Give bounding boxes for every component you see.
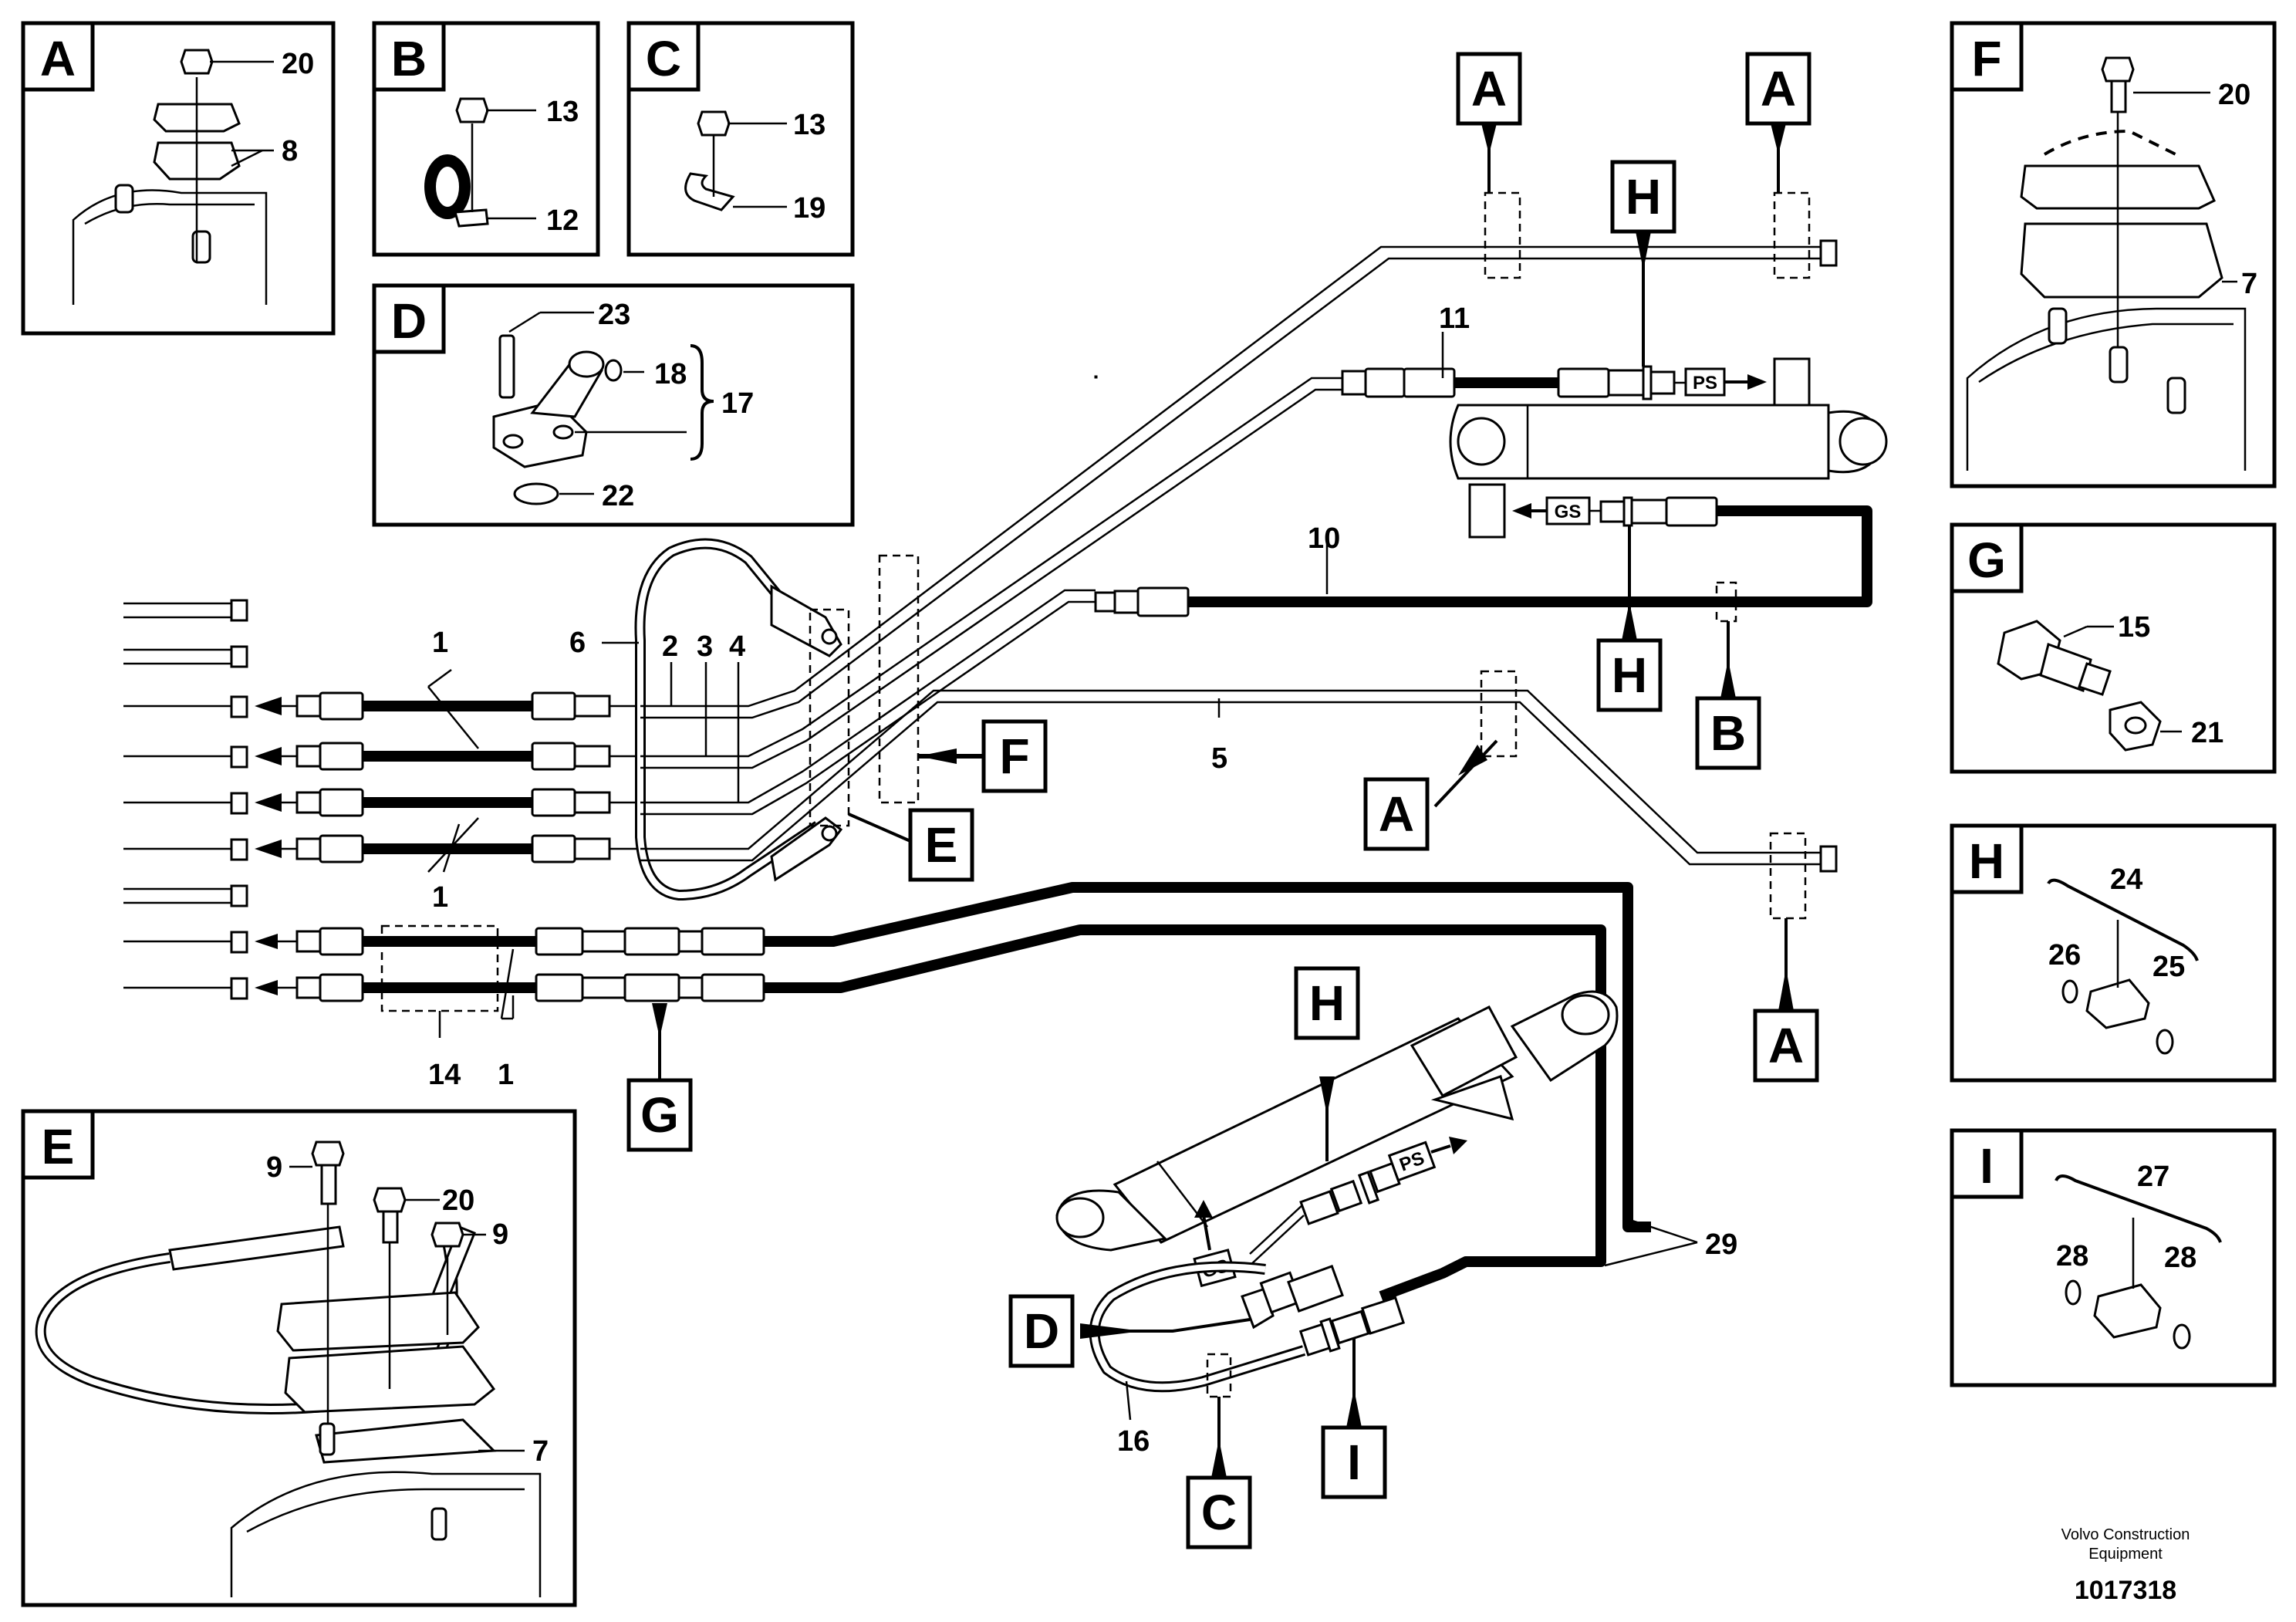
- callout-g: G: [640, 1087, 679, 1143]
- part-label-17: 17: [721, 387, 754, 420]
- callout-a-3: A: [1379, 786, 1414, 842]
- part-label-13-b: 13: [546, 96, 579, 128]
- callout-f: F: [999, 728, 1029, 784]
- detail-panel-b: B 13 12: [372, 21, 600, 257]
- callout-a-2: A: [1761, 61, 1796, 117]
- panel-b-letter: B: [391, 31, 427, 86]
- part-label-7-e: 7: [532, 1435, 549, 1468]
- panel-c-letter: C: [646, 31, 681, 86]
- detail-panel-e: E 9 20 9 7: [21, 1109, 577, 1607]
- callout-a-4: A: [1768, 1018, 1804, 1073]
- clamp-loop: [634, 538, 920, 901]
- detail-panel-f: F 20 7: [1950, 21, 2277, 488]
- part-label-15: 15: [2118, 611, 2150, 644]
- part-label-26: 26: [2048, 939, 2081, 972]
- lower-fittings: PS GS: [1089, 1137, 1467, 1398]
- part-label-14: 14: [428, 1059, 461, 1091]
- callout-a-1: A: [1471, 61, 1507, 117]
- part-label-9-b: 9: [492, 1218, 508, 1251]
- callout-e: E: [925, 817, 958, 873]
- part-label-3: 3: [697, 630, 713, 663]
- part-label-28-b: 28: [2164, 1242, 2196, 1274]
- lower-hoses: [255, 882, 1698, 1302]
- part-label-29: 29: [1705, 1228, 1737, 1261]
- upper-cylinder: [1449, 357, 1888, 539]
- hoses-1: [255, 668, 640, 873]
- ps-marker-top: PS: [1693, 373, 1717, 394]
- part-label-1-bottom: 1: [498, 1059, 514, 1091]
- detail-panel-a: A 20 8: [21, 21, 336, 336]
- callout-h-3: H: [1309, 975, 1345, 1031]
- part-label-13-c: 13: [793, 109, 826, 141]
- panel-i-letter: I: [1980, 1138, 1994, 1194]
- part-label-21: 21: [2191, 717, 2223, 749]
- company-line-1: Volvo Construction: [2061, 1526, 2190, 1543]
- part-label-20: 20: [282, 48, 314, 80]
- main-assembly: PS GS: [123, 52, 1888, 1549]
- hose-11: PS: [1341, 365, 1767, 400]
- part-label-22: 22: [602, 480, 634, 512]
- part-label-1-mid: 1: [432, 881, 448, 914]
- part-label-9-a: 9: [266, 1151, 282, 1184]
- part-label-28-a: 28: [2056, 1240, 2088, 1272]
- part-label-12: 12: [546, 204, 579, 237]
- part-label-10: 10: [1308, 522, 1340, 555]
- callout-c: C: [1201, 1485, 1237, 1540]
- part-label-25: 25: [2152, 951, 2185, 983]
- part-label-4: 4: [729, 630, 745, 663]
- thin-tubes: [640, 191, 1838, 920]
- callout-h-1: H: [1626, 169, 1661, 225]
- callout-d: D: [1024, 1303, 1059, 1359]
- part-label-1-top: 1: [432, 627, 448, 659]
- panel-e-letter: E: [42, 1119, 75, 1174]
- panel-g-letter: G: [1967, 532, 2006, 588]
- panel-f-letter: F: [1971, 31, 2001, 86]
- part-label-11: 11: [1439, 302, 1470, 335]
- callout-boxes: A A H H B A A F E G H D I C: [626, 52, 1819, 1549]
- part-label-6: 6: [569, 627, 586, 659]
- part-label-24: 24: [2110, 863, 2142, 896]
- panel-a-letter: A: [40, 31, 76, 86]
- part-label-16: 16: [1117, 1425, 1150, 1458]
- panel-d-letter: D: [391, 293, 427, 349]
- callout-b: B: [1710, 705, 1746, 761]
- detail-panel-g: G 15 21: [1950, 522, 2277, 774]
- part-label-2: 2: [662, 630, 678, 663]
- lower-cylinder: [1055, 990, 1619, 1252]
- footer: Volvo Construction Equipment 1017318: [2061, 1526, 2190, 1605]
- company-line-2: Equipment: [2088, 1546, 2163, 1563]
- part-label-27: 27: [2137, 1161, 2169, 1193]
- hose-10: GS: [1094, 375, 1872, 617]
- drawing-number: 1017318: [2075, 1576, 2176, 1605]
- detail-panel-d: D 23 18 17 22: [372, 283, 855, 527]
- detail-panel-c: C 13 19: [626, 21, 855, 257]
- part-label-19: 19: [793, 192, 826, 225]
- gs-marker-top: GS: [1555, 502, 1582, 522]
- part-label-18: 18: [654, 358, 687, 390]
- main-part-labels: 1 1 1 14 6 2 3 4 5 10 11 16 29: [428, 302, 1737, 1458]
- detail-panel-h: H 24 26 25: [1950, 823, 2277, 1083]
- part-label-20-f: 20: [2218, 79, 2250, 111]
- part-label-20-e: 20: [442, 1184, 474, 1217]
- part-label-7-f: 7: [2241, 268, 2257, 300]
- panel-h-letter: H: [1969, 833, 2004, 889]
- part-label-8: 8: [282, 135, 298, 167]
- left-pipe-stubs: [123, 599, 248, 1000]
- callout-i: I: [1347, 1434, 1361, 1490]
- detail-panel-i: I 27 28 28: [1950, 1128, 2277, 1387]
- part-label-5: 5: [1211, 742, 1227, 775]
- part-label-23: 23: [598, 299, 630, 331]
- leader-lines: [652, 123, 1794, 1478]
- callout-h-2: H: [1612, 647, 1647, 703]
